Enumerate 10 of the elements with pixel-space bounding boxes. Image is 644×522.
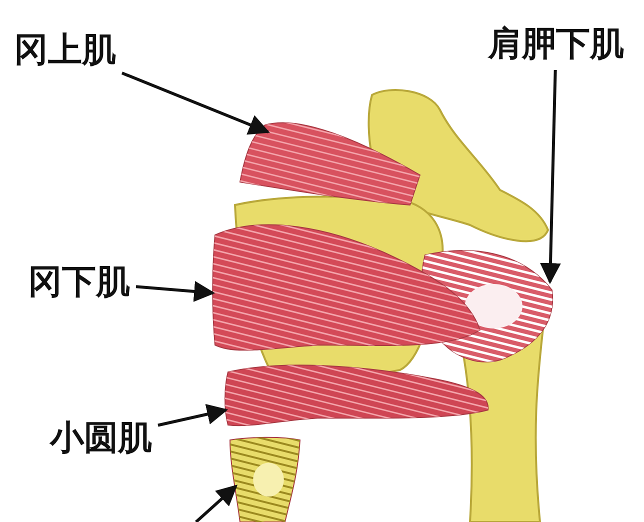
muscle-label: 冈下肌	[28, 262, 130, 302]
muscle-label: 小圆肌	[50, 418, 152, 458]
bone-drawing	[230, 436, 300, 522]
leader-arrow	[158, 404, 228, 427]
muscle-label: 肩胛下肌	[488, 24, 624, 64]
leader-arrow	[540, 70, 561, 284]
leader-arrow	[136, 281, 216, 302]
muscle-label: 冈上肌	[14, 30, 116, 70]
leader-arrow	[195, 484, 238, 522]
leader-arrow	[121, 72, 270, 135]
